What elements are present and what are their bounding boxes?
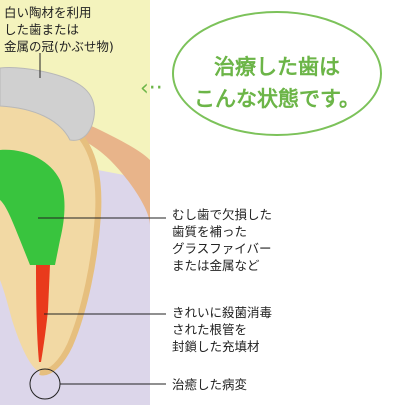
lesion-label: 治癒した病変 <box>172 377 248 392</box>
callout-text: 治療した歯は こんな状態です。 <box>194 55 360 111</box>
callout-bubble: 治療した歯は こんな状態です。 <box>172 11 382 136</box>
crown-label: 白い陶材を利用 した歯または 金属の冠(かぶせ物) <box>4 5 114 54</box>
root-canal-label: きれいに殺菌消毒 された根管を 封鎖した充填材 <box>172 305 273 354</box>
crown-cap <box>0 67 95 141</box>
filling-label: むし歯で欠損した 歯質を補った グラスファイバー または金属など <box>172 207 273 273</box>
core-filling <box>0 149 65 265</box>
arrow-icon: ‹·· <box>140 76 163 101</box>
root-canal-filling <box>36 265 50 362</box>
gum <box>0 108 150 225</box>
